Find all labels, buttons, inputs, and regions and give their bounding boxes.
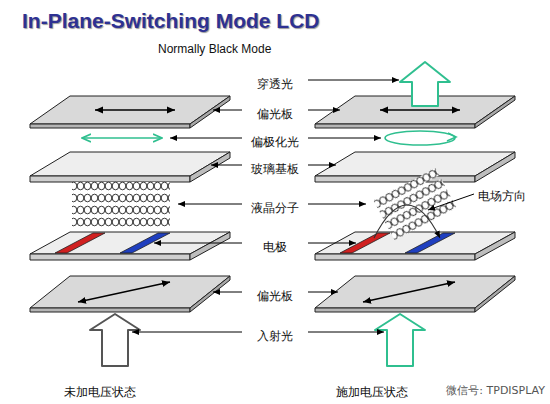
liquid-crystal-coils xyxy=(72,180,170,228)
label-slot: 偏光板 xyxy=(257,285,293,304)
mode-label: Normally Black Mode xyxy=(158,42,271,56)
label-slot: Normally Black Mode xyxy=(158,38,271,57)
label-slot: 穿透光 xyxy=(257,73,293,92)
part-label: 电场方向 xyxy=(478,189,526,203)
label-slot: 液晶分子 xyxy=(251,197,299,216)
glass-substrate xyxy=(30,232,515,260)
label-slot: 偏极化光 xyxy=(251,131,299,150)
electric-field-arc xyxy=(374,205,440,238)
state-caption: 未加电压状态 xyxy=(64,385,136,399)
part-label: 偏光板 xyxy=(257,289,293,303)
label-slot: 微信号: TPDISPLAY xyxy=(446,379,545,398)
part-label: 穿透光 xyxy=(257,77,293,91)
diagram-title: In-Plane-Switching Mode LCD xyxy=(22,8,320,33)
part-label: 电极 xyxy=(263,240,287,254)
label-slot: 入射光 xyxy=(257,325,293,344)
glass-plate xyxy=(30,152,515,182)
part-label: 液晶分子 xyxy=(251,201,299,215)
leader-line xyxy=(132,80,474,332)
label-slot: 未加电压状态 xyxy=(64,381,136,400)
label-slot: 玻璃基板 xyxy=(251,158,299,177)
label-slot: 电场方向 xyxy=(478,185,526,204)
watermark: 微信号: TPDISPLAY xyxy=(446,384,545,397)
part-label: 偏极化光 xyxy=(251,135,299,149)
state-caption: 施加电压状态 xyxy=(336,385,408,399)
part-label: 玻璃基板 xyxy=(251,162,299,176)
transmitted-light-arrow xyxy=(400,62,450,106)
top-polarizer xyxy=(30,96,515,128)
label-slot: In-Plane-Switching Mode LCD xyxy=(22,8,320,33)
label-slot: 施加电压状态 xyxy=(336,381,408,400)
bottom-polarizer xyxy=(30,276,515,312)
label-slot: 偏光板 xyxy=(257,103,293,122)
part-label: 入射光 xyxy=(257,329,293,343)
part-label: 偏光板 xyxy=(257,107,293,121)
incident-light-arrow xyxy=(90,314,425,366)
label-slot: 电极 xyxy=(263,236,287,255)
